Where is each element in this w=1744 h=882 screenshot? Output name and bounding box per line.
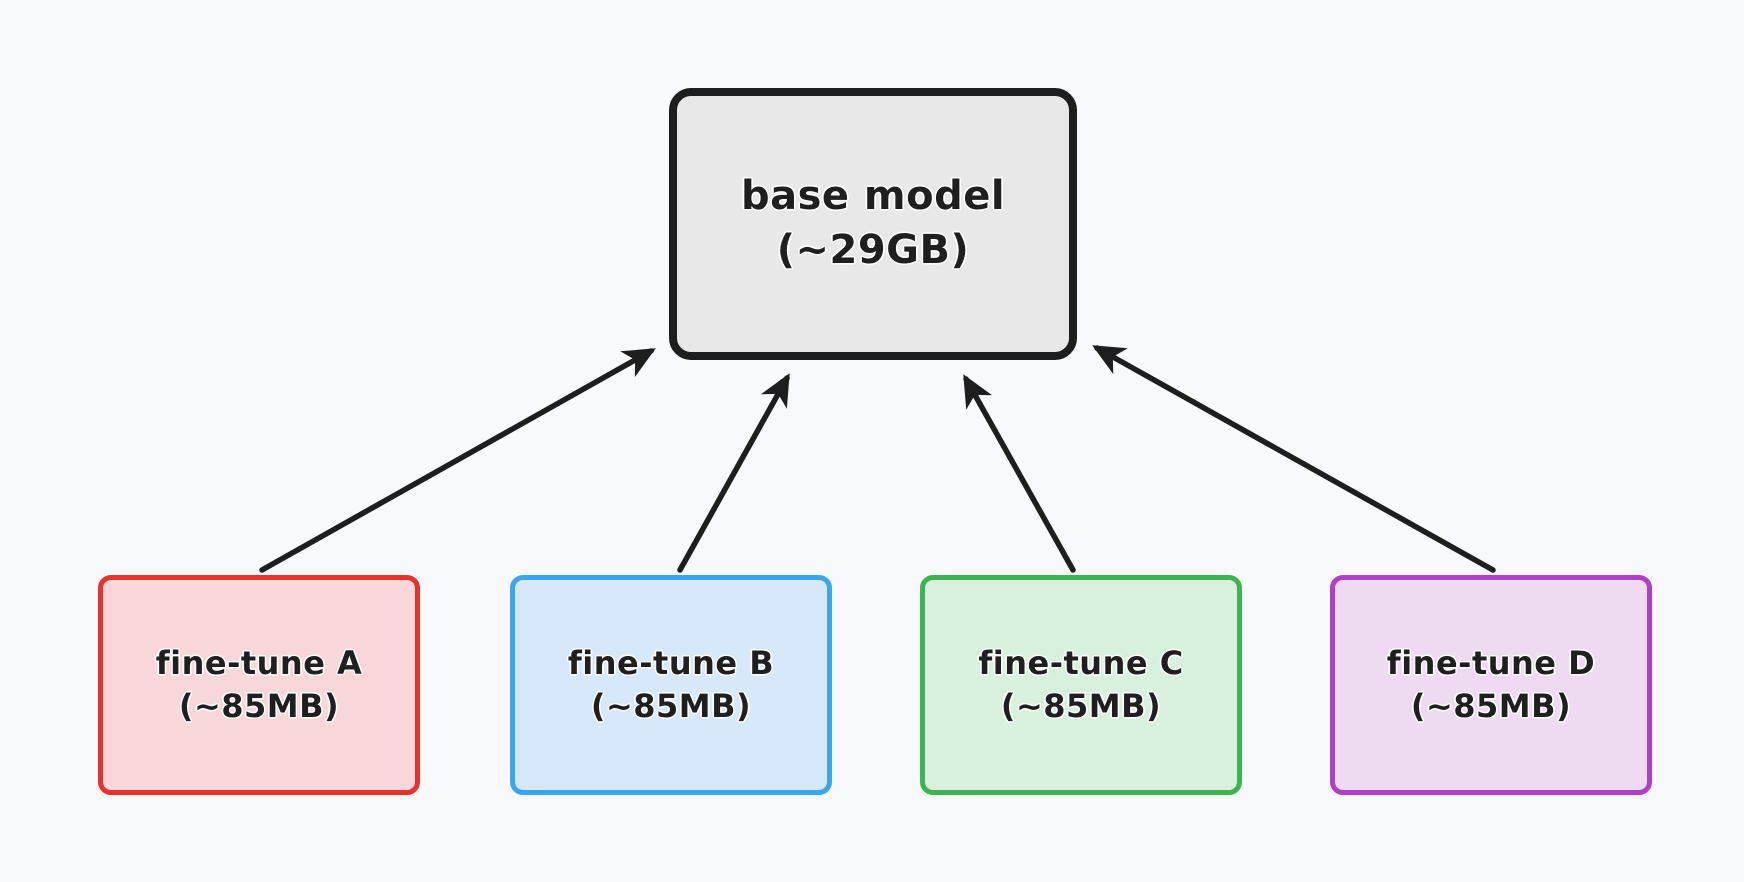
fine-tune-b-node[interactable]: fine-tune B (~85MB) bbox=[510, 575, 832, 795]
base-model-size: (~29GB) bbox=[776, 227, 970, 273]
base-model-node[interactable]: base model (~29GB) bbox=[669, 88, 1077, 360]
base-model-title: base model bbox=[740, 173, 1006, 220]
fine-tune-a-title: fine-tune A bbox=[155, 644, 363, 683]
arrow-d-to-base bbox=[1092, 345, 1496, 573]
fine-tune-a-size: (~85MB) bbox=[178, 687, 340, 725]
arrow-c-to-base bbox=[963, 374, 1076, 573]
fine-tune-a-node[interactable]: fine-tune A (~85MB) bbox=[98, 575, 420, 795]
arrow-a-to-base bbox=[259, 348, 656, 573]
fine-tune-d-size: (~85MB) bbox=[1410, 687, 1572, 725]
fine-tune-d-title: fine-tune D bbox=[1386, 644, 1596, 683]
arrow-b-to-base bbox=[677, 373, 790, 573]
fine-tune-d-node[interactable]: fine-tune D (~85MB) bbox=[1330, 575, 1652, 795]
fine-tune-c-node[interactable]: fine-tune C (~85MB) bbox=[920, 575, 1242, 795]
fine-tune-b-title: fine-tune B bbox=[567, 644, 775, 683]
fine-tune-c-title: fine-tune C bbox=[978, 644, 1184, 683]
fine-tune-b-size: (~85MB) bbox=[590, 687, 752, 725]
fine-tune-c-size: (~85MB) bbox=[1000, 687, 1162, 725]
